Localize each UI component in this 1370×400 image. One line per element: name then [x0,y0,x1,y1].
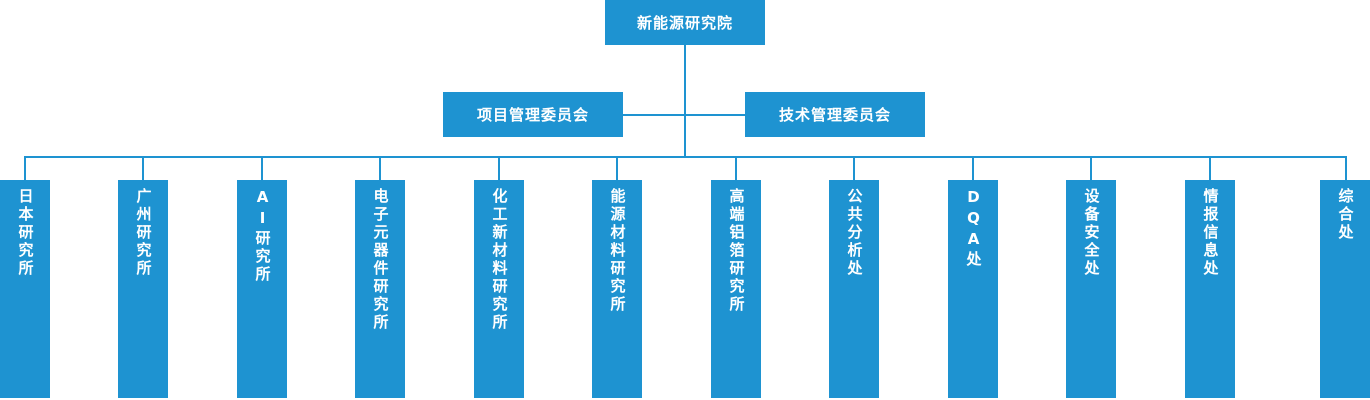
org-node-committee-project[interactable]: 项目管理委员会 [443,92,623,137]
org-node-unit-11-label: 情报信息处 [1201,188,1220,278]
org-node-unit-6[interactable]: 能源材料研究所 [592,180,642,398]
org-node-unit-5[interactable]: 化工新材料研究所 [474,180,524,398]
org-node-unit-4[interactable]: 电子元器件研究所 [355,180,405,398]
connector-root-spine [684,45,686,158]
org-node-committee-technical-label: 技术管理委员会 [778,106,891,124]
org-node-unit-3-label: AI研究所 [253,188,272,284]
org-node-unit-1[interactable]: 日本研究所 [0,180,50,398]
org-node-unit-12-label: 综合处 [1336,188,1355,242]
connector-drop-3 [261,156,263,181]
org-node-root[interactable]: 新能源研究院 [605,0,765,45]
org-node-unit-7[interactable]: 高端铝箔研究所 [711,180,761,398]
connector-drop-5 [498,156,500,181]
org-node-unit-1-label: 日本研究所 [16,188,35,278]
org-node-unit-8[interactable]: 公共分析处 [829,180,879,398]
org-node-unit-7-label: 高端铝箔研究所 [727,188,746,314]
org-node-unit-3[interactable]: AI研究所 [237,180,287,398]
org-node-unit-8-label: 公共分析处 [845,188,864,278]
connector-drop-7 [735,156,737,181]
org-node-committee-technical[interactable]: 技术管理委员会 [745,92,925,137]
org-node-unit-11[interactable]: 情报信息处 [1185,180,1235,398]
connector-right-committee [684,114,746,116]
org-node-unit-2[interactable]: 广州研究所 [118,180,168,398]
org-node-unit-10[interactable]: 设备安全处 [1066,180,1116,398]
connector-drop-10 [1090,156,1092,181]
org-node-unit-10-label: 设备安全处 [1082,188,1101,278]
org-node-unit-2-label: 广州研究所 [134,188,153,278]
connector-left-committee [622,114,686,116]
org-node-unit-9-label: DQA处 [964,188,983,269]
org-node-root-label: 新能源研究院 [636,14,733,32]
connector-drop-12 [1345,156,1347,181]
connector-drop-8 [853,156,855,181]
connector-drop-11 [1209,156,1211,181]
connector-drop-6 [616,156,618,181]
connector-drop-9 [972,156,974,181]
connector-drop-4 [379,156,381,181]
org-node-committee-project-label: 项目管理委员会 [476,106,589,124]
connector-drop-1 [24,156,26,181]
connector-unit-bus [24,156,1346,158]
org-node-unit-5-label: 化工新材料研究所 [490,188,509,332]
org-node-unit-6-label: 能源材料研究所 [608,188,627,314]
org-node-unit-12[interactable]: 综合处 [1320,180,1370,398]
org-node-unit-9[interactable]: DQA处 [948,180,998,398]
org-node-unit-4-label: 电子元器件研究所 [371,188,390,332]
connector-drop-2 [142,156,144,181]
